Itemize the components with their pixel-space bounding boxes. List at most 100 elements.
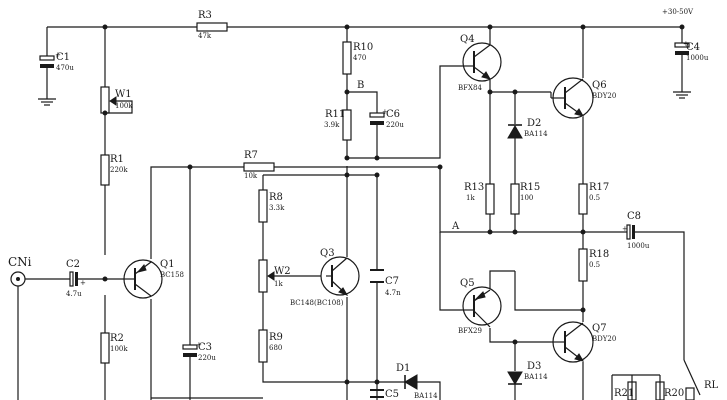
resistor-r18 (578, 248, 588, 282)
diode-d1 (404, 374, 418, 390)
capacitor-c7 (370, 269, 384, 283)
r3-value: 47k (198, 32, 212, 40)
r13-value: 1k (466, 194, 475, 202)
junction-dot (512, 339, 518, 345)
q5-emitter-wire (489, 328, 551, 343)
junction-dot (580, 307, 586, 313)
transistor-q6 (550, 77, 594, 119)
q7-name: Q7 (592, 323, 607, 334)
c2-name: C2 (66, 259, 80, 270)
transistor-q7 (551, 321, 594, 363)
r20-name: R20 (664, 388, 684, 399)
junction-dot (437, 164, 443, 170)
r8-r9-column (262, 174, 400, 383)
capacitor-c1 (39, 55, 55, 68)
node-a-label: A (451, 221, 460, 232)
node-b-label: B (357, 80, 364, 91)
junction-dot (374, 155, 380, 161)
w1-wiper-arrow (109, 96, 117, 106)
potentiometer-w2 (258, 259, 268, 293)
r10-value: 470 (353, 54, 366, 62)
r15-name: R15 (520, 182, 540, 193)
c6-wire (347, 91, 378, 158)
w1-wiper-wire (105, 100, 133, 114)
capacitor-c5 (370, 389, 384, 398)
r21-name: R21 (614, 388, 634, 399)
r1-value: 220k (110, 166, 128, 174)
transistor-q5 (462, 286, 502, 328)
q4-value: BFX84 (458, 84, 482, 92)
q6-emitter-wire (514, 117, 584, 311)
r15-value: 100 (520, 194, 533, 202)
resistor-r13 (485, 183, 495, 215)
junction-dot (374, 379, 380, 385)
resistor-r8 (258, 189, 268, 223)
c5-name: C5 (385, 389, 399, 400)
q6-value: BDY20 (592, 92, 616, 100)
r9-name: R9 (269, 332, 283, 343)
q5-name: Q5 (460, 278, 475, 289)
ground-c4-icon (673, 91, 691, 99)
junction-dot (580, 229, 586, 235)
transistor-q1 (123, 259, 163, 299)
c3-name: C3 (198, 342, 212, 353)
resistor-r20 (655, 381, 665, 400)
transistor-q3 (320, 256, 360, 296)
c2-plus: + (80, 279, 86, 287)
c7-value: 4.7n (385, 289, 401, 297)
capacitor-c2 (69, 271, 78, 287)
q5-collector-wire (489, 270, 515, 290)
c6-name: C6 (386, 109, 400, 120)
q5-base-wire (439, 232, 462, 311)
output-wire (583, 231, 685, 360)
c2-value: 4.7u (66, 290, 82, 298)
c6-plus: + (382, 108, 388, 116)
w2-name: W2 (274, 266, 291, 277)
junction-dot (344, 155, 350, 161)
q4-emitter-wire (489, 80, 551, 93)
labels: +30-50V CNi A B R3 47k C1 470u + W1 100k… (8, 8, 719, 400)
r17-value: 0.5 (589, 194, 600, 202)
junction-dot (344, 24, 350, 30)
c1-plus: + (55, 51, 61, 59)
wires (17, 26, 685, 400)
diode-d2 (507, 124, 523, 139)
junction-dot (512, 229, 518, 235)
q6-name: Q6 (592, 80, 607, 91)
r3-name: R3 (198, 10, 212, 21)
c3-plus: + (196, 341, 202, 349)
w2-wiper-arrow (267, 271, 275, 281)
c4-value: 1000u (686, 54, 709, 62)
junction-dot (187, 164, 193, 170)
input-connector-icon[interactable] (10, 271, 26, 287)
capacitor-c4 (674, 42, 690, 55)
capacitors (39, 42, 690, 398)
c8-plus: + (622, 225, 628, 233)
junction-dot (487, 24, 493, 30)
junction-dot (679, 24, 685, 30)
capacitor-c6 (369, 112, 385, 125)
q1-value: BC158 (160, 271, 184, 279)
d1-name: D1 (396, 363, 410, 374)
resistor-r15 (510, 183, 520, 215)
resistor-r2 (100, 332, 110, 364)
r13-name: R13 (464, 182, 484, 193)
c8-name: C8 (627, 211, 641, 222)
r8-value: 3.3k (269, 204, 285, 212)
potentiometers (100, 86, 275, 293)
r11-value: 3.9k (324, 121, 340, 129)
c8-value: 1000u (627, 242, 650, 250)
r17-name: R17 (589, 182, 609, 193)
r8-name: R8 (269, 192, 283, 203)
resistor-r1 (100, 154, 110, 186)
input-label: CNi (8, 255, 32, 269)
resistor-r3 (196, 22, 228, 32)
r20-r21-wire (611, 374, 661, 400)
c6-value: 220u (386, 121, 404, 129)
supply-label: +30-50V (662, 8, 694, 16)
d3-value: BA114 (524, 373, 548, 381)
c7-name: C7 (385, 276, 399, 287)
junction-dot (512, 89, 518, 95)
